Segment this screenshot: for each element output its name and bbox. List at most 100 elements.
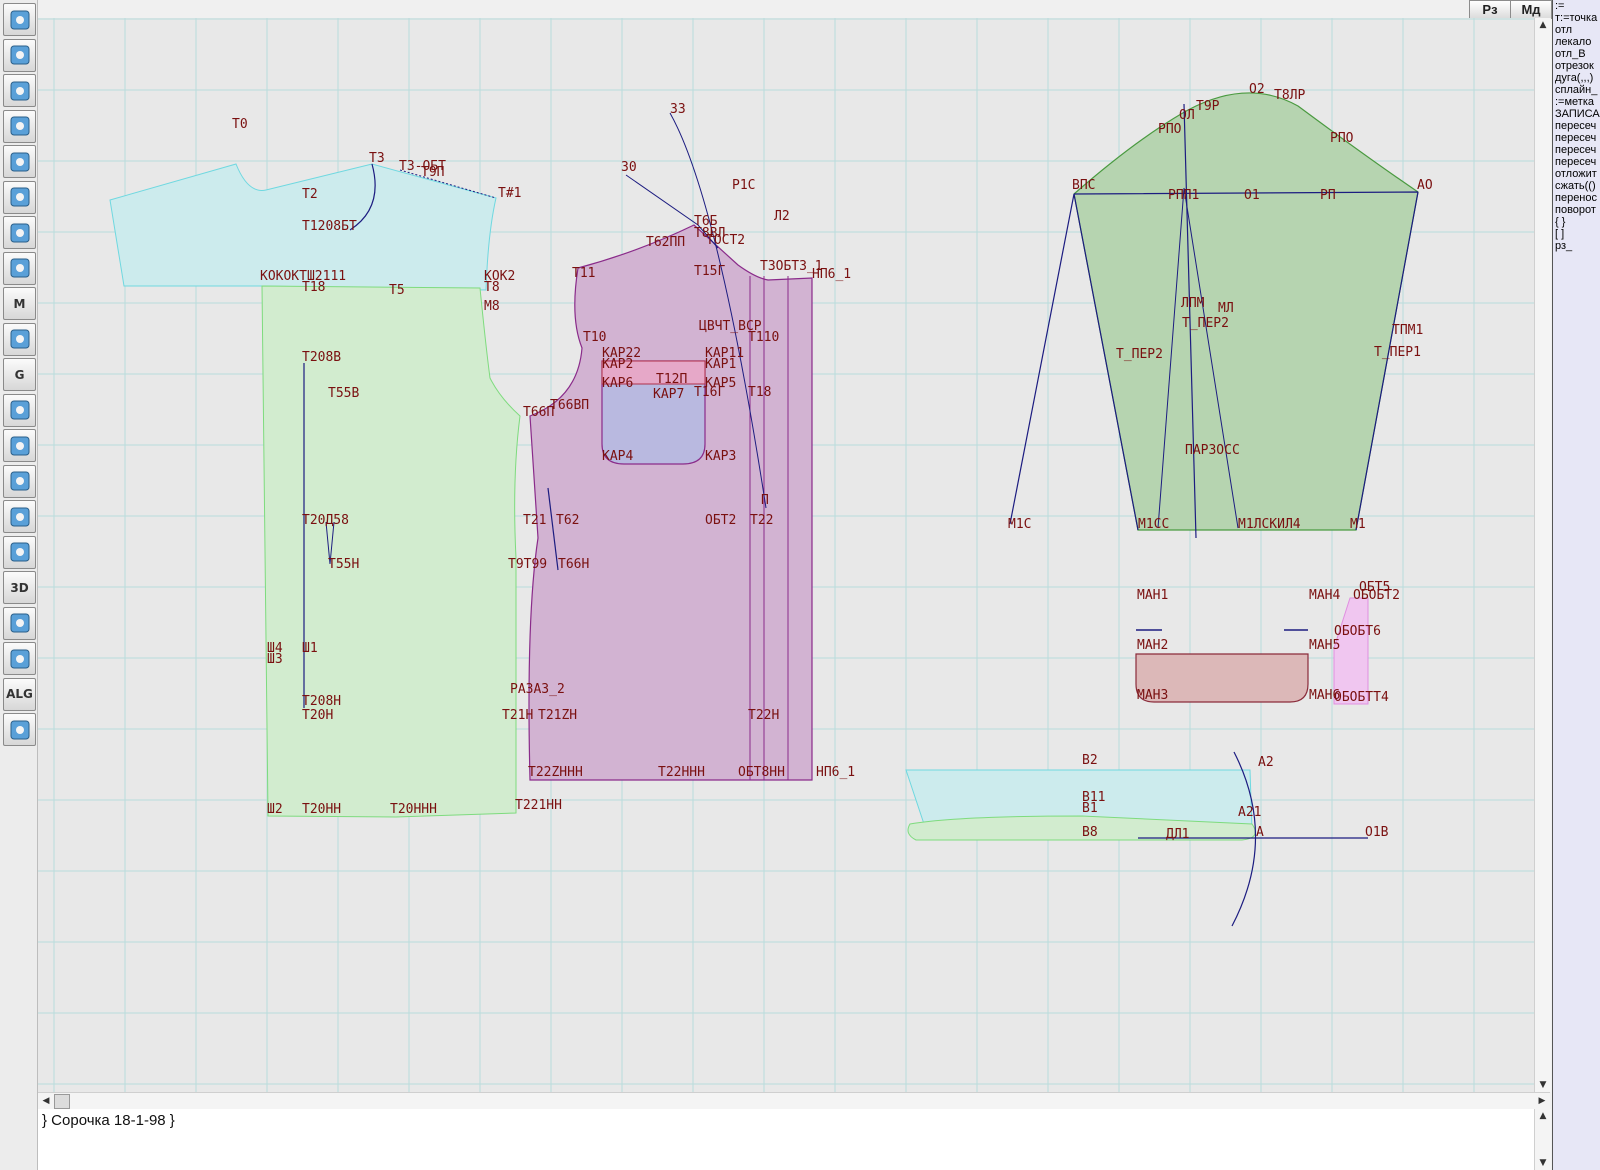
command-item[interactable]: [ ] bbox=[1555, 228, 1565, 240]
cuff-piece[interactable] bbox=[1135, 653, 1309, 703]
point-label[interactable]: Т8ЛР bbox=[1274, 88, 1305, 103]
point-label[interactable]: МАН6 bbox=[1309, 688, 1340, 703]
point-label[interactable]: М1 bbox=[1350, 517, 1366, 532]
editor-text[interactable]: } Сорочка 18-1-98 } bbox=[42, 1112, 175, 1129]
point-label[interactable]: Т208В bbox=[302, 350, 341, 365]
point-label[interactable]: Ш2 bbox=[267, 802, 283, 817]
point-label[interactable]: М1ЛСКИЛ4 bbox=[1238, 517, 1301, 532]
scroll-thumb[interactable] bbox=[54, 1094, 70, 1109]
point-label[interactable]: Т_ПЕР2 bbox=[1116, 347, 1163, 362]
point-label[interactable]: Т55В bbox=[328, 386, 359, 401]
point-label[interactable]: МАН3 bbox=[1137, 688, 1168, 703]
point-label[interactable]: Ш4 bbox=[267, 641, 283, 656]
point-label[interactable]: Т22Н bbox=[748, 708, 779, 723]
command-item[interactable]: пересеч bbox=[1555, 120, 1597, 132]
command-item[interactable]: дуга(,,,) bbox=[1555, 72, 1594, 84]
point-label[interactable]: Т21 bbox=[523, 513, 546, 528]
point-label[interactable]: М1С bbox=[1008, 517, 1031, 532]
point-label[interactable]: Т20НН bbox=[302, 802, 341, 817]
compass-tool-icon[interactable] bbox=[3, 322, 36, 356]
sleeve-placket-piece[interactable] bbox=[1333, 597, 1369, 705]
point-label[interactable]: О1 bbox=[1244, 188, 1260, 203]
point-label[interactable]: О1В bbox=[1365, 825, 1389, 840]
point-label[interactable]: КОКОКТШ2111 bbox=[260, 269, 346, 284]
point-label[interactable]: Т9Р bbox=[1196, 99, 1220, 114]
point-label[interactable]: Т62ПП bbox=[646, 235, 685, 250]
point-label[interactable]: Т15Г bbox=[694, 264, 725, 279]
point-label[interactable]: В2 bbox=[1082, 753, 1098, 768]
point-label[interactable]: Т9П bbox=[421, 165, 444, 180]
point-label[interactable]: Т3ОБТ3_1 bbox=[760, 259, 823, 274]
zoom-out-icon[interactable] bbox=[3, 74, 36, 107]
point-label[interactable]: Ш3 bbox=[267, 652, 283, 667]
point-label[interactable]: В8 bbox=[1082, 825, 1098, 840]
command-item[interactable]: т:=точка bbox=[1555, 12, 1598, 24]
point-label[interactable]: ОБОБТТ4 bbox=[1334, 690, 1389, 705]
point-label[interactable]: КАР11 bbox=[705, 346, 744, 361]
md-mode-button[interactable]: Мд bbox=[1510, 0, 1552, 19]
script-editor[interactable]: } Сорочка 18-1-98 } bbox=[38, 1109, 1534, 1170]
command-item[interactable]: { } bbox=[1555, 216, 1566, 228]
grid-icon[interactable] bbox=[3, 145, 36, 178]
point-label[interactable]: ОБТ5 bbox=[1359, 580, 1390, 595]
editor-scrollbar[interactable]: ▲ ▼ bbox=[1534, 1109, 1551, 1170]
point-label[interactable]: Т0 bbox=[232, 117, 248, 132]
algorithm-icon[interactable]: ALG bbox=[3, 677, 36, 711]
scroll-right-icon[interactable]: ▶ bbox=[1538, 1096, 1546, 1106]
point-label[interactable]: Т16Г bbox=[694, 385, 725, 400]
zoom-fit-icon[interactable] bbox=[3, 109, 36, 143]
point-label[interactable]: П bbox=[761, 493, 769, 508]
point-label[interactable]: Т22ННН bbox=[658, 765, 705, 780]
vertical-scrollbar[interactable]: ▲ ▼ bbox=[1534, 18, 1551, 1092]
garment-icon[interactable] bbox=[3, 535, 36, 569]
command-item[interactable]: сплайн_ bbox=[1555, 84, 1598, 96]
point-label[interactable]: Т11 bbox=[572, 266, 595, 281]
point-label[interactable]: ОБОБТ2 bbox=[1353, 588, 1400, 603]
point-label[interactable]: Л2 bbox=[774, 209, 790, 224]
point-label[interactable]: Т2 bbox=[302, 187, 318, 202]
point-label[interactable]: ТОСТ2 bbox=[706, 233, 745, 248]
point-label[interactable]: МАН5 bbox=[1309, 638, 1340, 653]
point-label[interactable]: МАН4 bbox=[1309, 588, 1340, 603]
point-label[interactable]: О2 bbox=[1249, 82, 1265, 97]
point-label[interactable]: Т20Н bbox=[302, 708, 333, 723]
point-label[interactable]: Т_ПЕР1 bbox=[1374, 345, 1421, 360]
point-label[interactable]: Т21ZН bbox=[538, 708, 577, 723]
point-label[interactable]: А bbox=[1256, 825, 1264, 840]
point-label[interactable]: НП6_1 bbox=[816, 765, 855, 780]
point-label[interactable]: РПО bbox=[1158, 122, 1182, 137]
ruler-tool-icon[interactable] bbox=[3, 393, 36, 427]
point-label[interactable]: М1СС bbox=[1138, 517, 1169, 532]
camera-icon[interactable] bbox=[3, 429, 36, 462]
point-label[interactable]: Т12П bbox=[656, 372, 687, 387]
pocket-piece[interactable] bbox=[601, 360, 706, 465]
point-label[interactable]: Т18 bbox=[302, 280, 325, 295]
layers-stack-icon[interactable] bbox=[3, 642, 36, 675]
command-item[interactable]: отл bbox=[1555, 24, 1573, 36]
point-label[interactable]: Т208Н bbox=[302, 694, 341, 709]
point-label[interactable]: КАР5 bbox=[705, 376, 736, 391]
measurements-icon[interactable]: M bbox=[3, 287, 36, 320]
point-label[interactable]: НП6_1 bbox=[812, 267, 851, 282]
sleeve-piece[interactable] bbox=[1073, 92, 1419, 531]
point-label[interactable]: Т_ПЕР2 bbox=[1182, 316, 1229, 331]
editor-scroll-up-icon[interactable]: ▲ bbox=[1539, 1111, 1547, 1121]
point-label[interactable]: М8 bbox=[484, 299, 500, 314]
point-label[interactable]: 30 bbox=[621, 160, 637, 175]
point-label[interactable]: КАР4 bbox=[602, 449, 633, 464]
point-label[interactable]: Т9Т99 bbox=[508, 557, 547, 572]
point-label[interactable]: Т20Д58 bbox=[302, 513, 349, 528]
command-item[interactable]: лекало bbox=[1555, 36, 1592, 48]
point-label[interactable]: ОЛ bbox=[1179, 108, 1195, 123]
point-label[interactable]: Р1С bbox=[732, 178, 755, 193]
point-label[interactable]: ОБТ8НН bbox=[738, 765, 785, 780]
scroll-down-icon[interactable]: ▼ bbox=[1539, 1080, 1547, 1090]
curve-tool-icon[interactable]: G bbox=[3, 358, 36, 391]
point-label[interactable]: КОК2 bbox=[484, 269, 515, 284]
command-item[interactable]: поворот bbox=[1555, 204, 1596, 216]
command-item[interactable]: пересеч bbox=[1555, 132, 1597, 144]
command-item[interactable]: отл_В bbox=[1555, 48, 1586, 60]
exit-icon[interactable] bbox=[3, 713, 36, 746]
point-label[interactable]: Т66П bbox=[523, 405, 554, 420]
